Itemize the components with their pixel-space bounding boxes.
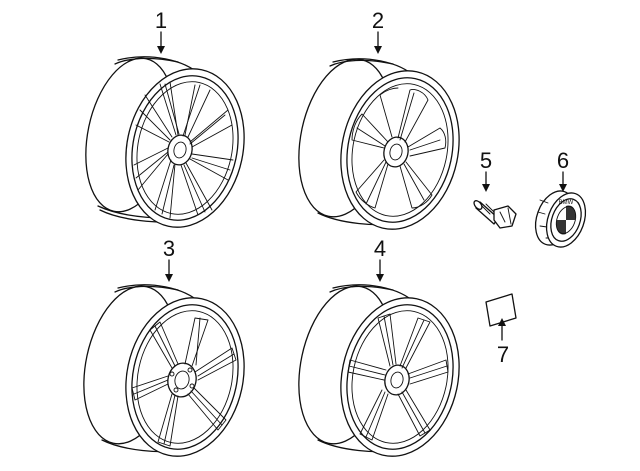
wheel-3[interactable] [70,278,258,468]
wheel-4[interactable] [285,278,473,468]
label-tag-part[interactable] [485,293,517,327]
center-cap-part[interactable]: BMW [529,186,593,253]
callout-4[interactable]: 4 [374,236,386,261]
callout-6[interactable]: 6 [557,148,569,173]
callout-3[interactable]: 3 [163,236,175,261]
callout-1[interactable]: 1 [155,8,167,33]
callout-2[interactable]: 2 [372,8,384,33]
callout-5[interactable]: 5 [480,148,492,173]
callout-7[interactable]: 7 [497,342,509,367]
callout-numbers: 1 2 3 4 5 6 7 [155,8,569,367]
wheel-2[interactable] [285,51,473,241]
wheel-bolt-part[interactable] [472,199,517,229]
wheel-1[interactable] [73,50,259,238]
callout-arrows [157,31,567,341]
emblem-text: BMW [559,200,574,206]
